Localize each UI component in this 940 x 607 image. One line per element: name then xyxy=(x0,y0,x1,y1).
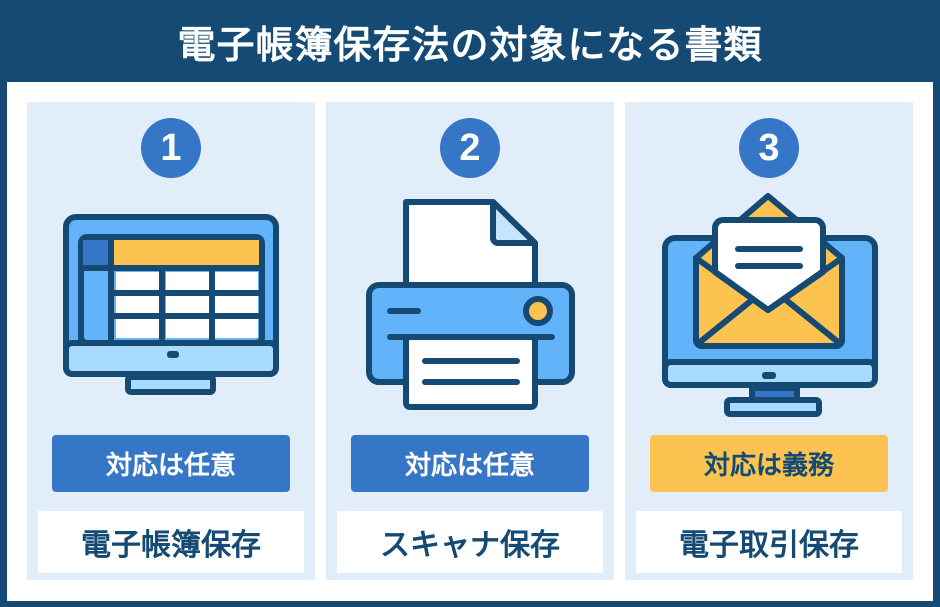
page-title: 電子帳簿保存法の対象になる書類 xyxy=(177,22,763,67)
panel-scanner: 2 対応は任意 スキャナ保存 xyxy=(326,102,614,580)
category-label: 電子取引保存 xyxy=(636,511,902,573)
number-badge: 3 xyxy=(739,118,799,178)
requirement-badge: 対応は任意 xyxy=(52,435,290,492)
number-badge: 2 xyxy=(440,118,500,178)
panel-electronic-books: 1 対応は任意 電子帳簿保存 xyxy=(27,102,315,580)
number-badge: 1 xyxy=(141,118,201,178)
category-label: 電子帳簿保存 xyxy=(38,511,304,573)
requirement-badge: 対応は任意 xyxy=(351,435,589,492)
requirement-badge: 対応は義務 xyxy=(650,435,888,492)
panel-electronic-transactions: 3 対応は義務 電子取引保存 xyxy=(625,102,913,580)
category-label: スキャナ保存 xyxy=(337,511,603,573)
